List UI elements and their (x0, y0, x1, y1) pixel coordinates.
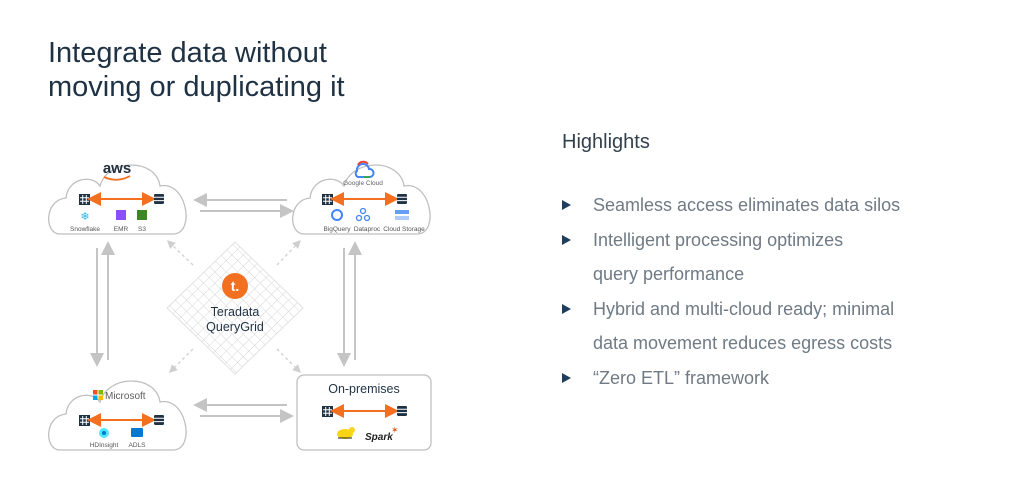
service-label: Dataproc (354, 226, 381, 233)
google-cloud: Google Cloud BigQuery Dataproc Cloud Sto… (292, 160, 431, 235)
bullet-triangle-icon (562, 200, 571, 210)
google-cloud-logo-text: Google Cloud (343, 180, 383, 187)
teradata-logo-letter: t. (231, 278, 240, 294)
table-grid-icon (321, 405, 334, 418)
hadoop-icon (337, 427, 355, 439)
bullet-triangle-icon (562, 234, 571, 245)
cloud-storage-icon (395, 210, 409, 220)
aws-cloud: aws ❄ Snowflake EMR S3 (48, 160, 187, 235)
table-grid-icon (321, 193, 334, 206)
aws-logo: aws (103, 160, 131, 177)
bullet-triangle-icon (562, 372, 571, 383)
table-grid-icon (78, 193, 91, 206)
microsoft-logo-text: Microsoft (105, 391, 146, 402)
highlight-line: Seamless access eliminates data silos (593, 195, 901, 215)
service-label: Cloud Storage (383, 226, 425, 233)
highlight-line: Intelligent processing optimizes (593, 229, 844, 250)
connector-gcp (276, 239, 301, 266)
node-paths (90, 193, 362, 423)
highlights-list: Seamless access eliminates data silos In… (562, 188, 1002, 395)
highlight-line: data movement reduces egress costs (593, 333, 893, 353)
connector-onprem (276, 348, 301, 373)
service-label: HDInsight (90, 442, 119, 449)
highlight-item: Intelligent processing optimizes query p… (562, 223, 1002, 292)
service-label: EMR (114, 226, 129, 233)
database-icon (396, 405, 408, 417)
highlight-line: query performance (593, 264, 745, 284)
table-grid-icon (78, 414, 91, 427)
svg-text:Spark: Spark (365, 432, 393, 443)
s3-icon (137, 210, 147, 220)
adls-icon (131, 428, 143, 437)
aws-smile-icon (103, 175, 131, 181)
bullet-triangle-icon (562, 303, 571, 314)
highlights-heading: Highlights (562, 131, 650, 153)
page-title-line-2: moving or duplicating it (48, 71, 345, 103)
service-label: Snowflake (70, 226, 100, 233)
on-premises-box: On-premises Spark ✶ (296, 374, 432, 451)
hub-name-line-1: Teradata (211, 305, 260, 319)
snowflake-icon: ❄ (80, 210, 89, 223)
bigquery-icon (331, 209, 343, 221)
microsoft-cloud: Microsoft HDInsight ADLS (48, 380, 187, 451)
on-premises-title: On-premises (328, 382, 400, 396)
highlight-line: Hybrid and multi-cloud ready; minimal (593, 298, 895, 319)
highlight-item: Seamless access eliminates data silos (562, 188, 1002, 223)
connector-aws (166, 240, 194, 266)
svg-text:✶: ✶ (391, 426, 399, 436)
emr-icon (116, 210, 126, 220)
page-title-line-1: Integrate data without (48, 37, 327, 69)
spark-icon: Spark ✶ (365, 426, 399, 443)
service-label: S3 (138, 226, 146, 233)
service-label: ADLS (129, 442, 147, 449)
database-icon (396, 193, 408, 205)
hub-name-line-2: QueryGrid (206, 320, 264, 334)
google-cloud-logo-icon (354, 160, 375, 178)
highlight-item: Hybrid and multi-cloud ready; minimal da… (562, 292, 1002, 361)
highlight-item: “Zero ETL” framework (562, 361, 1002, 396)
service-label: BigQuery (323, 226, 351, 233)
hub-connectors (166, 239, 301, 373)
page-title: Integrate data without moving or duplica… (48, 36, 345, 104)
connector-azure (169, 348, 194, 373)
highlight-line: “Zero ETL” framework (593, 367, 770, 388)
teradata-logo-icon (222, 273, 248, 299)
database-icon (153, 414, 165, 426)
dataproc-icon (355, 207, 371, 222)
database-icon (153, 193, 165, 205)
querygrid-hub: t. Teradata QueryGrid (166, 241, 304, 375)
microsoft-logo-icon (93, 390, 103, 400)
hdinsight-icon (99, 428, 109, 438)
